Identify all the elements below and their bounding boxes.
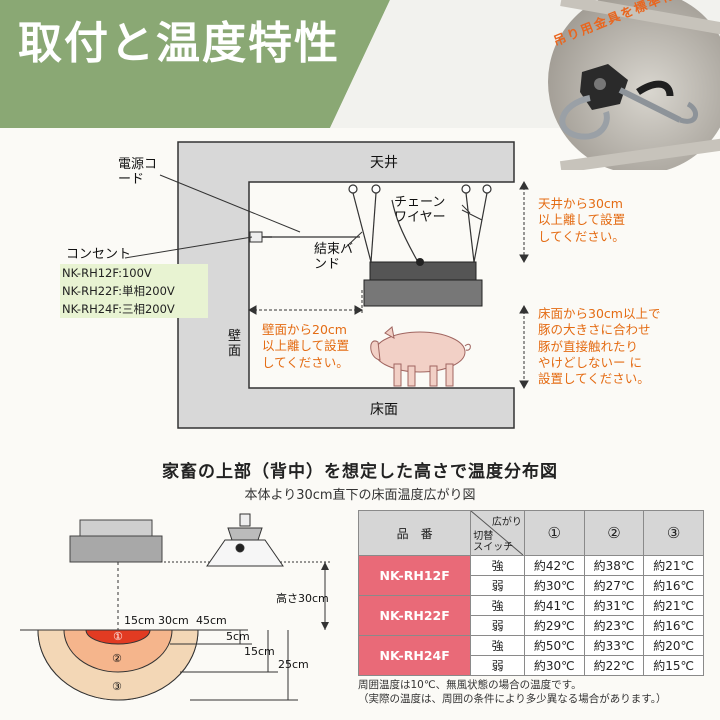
- model-voltage-line: NK-RH22F:単相200V: [62, 284, 175, 298]
- table-notes: 周囲温度は10℃、無風状態の場合の温度です。 （実際の温度は、周囲の条件により多…: [358, 678, 667, 706]
- note-line: 周囲温度は10℃、無風状態の場合の温度です。: [358, 679, 582, 691]
- floor-label: 床面: [370, 402, 398, 418]
- temperature-cell: 約31℃: [583, 595, 645, 616]
- distribution-subtitle: 本体より30cm直下の床面温度広がり図: [244, 488, 476, 503]
- temperature-distribution-diagram: [20, 513, 330, 701]
- ceiling-distance-note: 天井から30cm 以上離して設置 してください。: [538, 196, 625, 245]
- model-cell: NK-RH12F: [357, 555, 472, 596]
- temperature-cell: 約15℃: [643, 655, 704, 676]
- model-voltage-line: NK-RH24F:三相200V: [62, 302, 175, 316]
- header-zone: ①: [523, 510, 585, 556]
- depth-label: 15cm: [244, 645, 275, 658]
- zone-marker: ①: [113, 630, 123, 643]
- ceiling-label: 天井: [370, 155, 398, 171]
- temperature-cell: 約27℃: [583, 575, 645, 596]
- temperature-cell: 約21℃: [643, 595, 704, 616]
- model-voltage-line: NK-RH12F:100V: [62, 266, 152, 280]
- mode-cell: 弱: [470, 615, 525, 636]
- header-zone: ②: [583, 510, 645, 556]
- header-model: 品 番: [357, 510, 472, 556]
- pig-icon: [370, 326, 471, 387]
- temperature-cell: 約30℃: [523, 655, 585, 676]
- model-voltage-box: NK-RH12F:100V NK-RH22F:単相200V NK-RH24F:三…: [60, 264, 208, 318]
- header-diagonal-top: 広がり: [491, 517, 522, 528]
- heater-lamp-icon: [206, 513, 284, 567]
- note-line: （実際の温度は、周囲の条件により多少異なる場合があります。）: [358, 693, 667, 705]
- temperature-cell: 約41℃: [523, 595, 585, 616]
- installation-diagram: [124, 141, 529, 429]
- page-title: 取付と温度特性: [18, 18, 340, 69]
- temperature-cell: 約29℃: [523, 615, 585, 636]
- note-line: 以上離して設置: [538, 212, 626, 228]
- note-line: してください。: [262, 354, 349, 370]
- temperature-cell: 約42℃: [523, 555, 585, 576]
- header-diagonal: 広がり 切替 スイッチ: [470, 510, 525, 556]
- radius-label: 30cm: [158, 614, 189, 627]
- photo-caption-text: 吊り用金具を標準付属: [551, 0, 692, 49]
- temperature-cell: 約21℃: [643, 555, 704, 576]
- note-line: やけどしないー に: [538, 354, 642, 370]
- distribution-title: 家畜の上部（背中）を想定した高さで温度分布図: [162, 462, 558, 482]
- note-line: 設置してください。: [538, 371, 650, 386]
- temperature-cell: 約22℃: [583, 655, 645, 676]
- note-line: 豚が直接触れたり: [538, 338, 639, 354]
- mode-cell: 強: [470, 635, 525, 656]
- binding-band-label: 結束バンド: [314, 242, 354, 272]
- mode-cell: 弱: [470, 655, 525, 676]
- depth-label: 25cm: [278, 658, 309, 671]
- mode-cell: 弱: [470, 575, 525, 596]
- note-line: 床面から30cm以上で: [538, 306, 661, 321]
- note-line: してください。: [538, 228, 625, 244]
- mode-cell: 強: [470, 555, 525, 576]
- outlet-label: コンセント: [66, 247, 132, 262]
- temperature-cell: 約30℃: [523, 575, 585, 596]
- wall-label: 壁面: [228, 329, 242, 359]
- photo-caption: 吊り用金具を標準付属: [540, 0, 720, 82]
- radius-label: 45cm: [196, 614, 227, 627]
- temperature-cell: 約38℃: [583, 555, 645, 576]
- note-line: 豚の大きさに合わせ: [538, 322, 651, 338]
- header-zone: ③: [643, 510, 704, 556]
- mode-cell: 強: [470, 595, 525, 616]
- model-cell: NK-RH22F: [357, 595, 472, 636]
- height-label: 高さ30cm: [276, 592, 329, 605]
- temperature-cell: 約50℃: [523, 635, 585, 656]
- model-cell: NK-RH24F: [357, 635, 472, 676]
- depth-label: 5cm: [226, 630, 250, 643]
- temperature-cell: 約16℃: [643, 615, 704, 636]
- zone-marker: ②: [112, 652, 122, 665]
- temperature-cell: 約20℃: [643, 635, 704, 656]
- temperature-cell: 約16℃: [643, 575, 704, 596]
- chain-wire-label: チェーンワイヤー: [394, 195, 446, 225]
- radius-label: 15cm: [124, 614, 155, 627]
- note-line: 壁面から20cm: [262, 322, 347, 337]
- note-line: 天井から30cm: [538, 196, 623, 211]
- header-diagonal-bottom: 切替 スイッチ: [473, 531, 514, 553]
- note-line: 以上離して設置: [262, 338, 350, 354]
- temperature-cell: 約33℃: [583, 635, 645, 656]
- temperature-cell: 約23℃: [583, 615, 645, 636]
- hanging-hook-photo: [548, 0, 720, 170]
- zone-marker: ③: [112, 680, 122, 693]
- floor-distance-note: 床面から30cm以上で 豚の大きさに合わせ 豚が直接触れたり やけどしないー に…: [538, 306, 660, 387]
- wall-distance-note: 壁面から20cm 以上離して設置 してください。: [262, 322, 349, 371]
- power-cord-label: 電源コード: [118, 157, 158, 187]
